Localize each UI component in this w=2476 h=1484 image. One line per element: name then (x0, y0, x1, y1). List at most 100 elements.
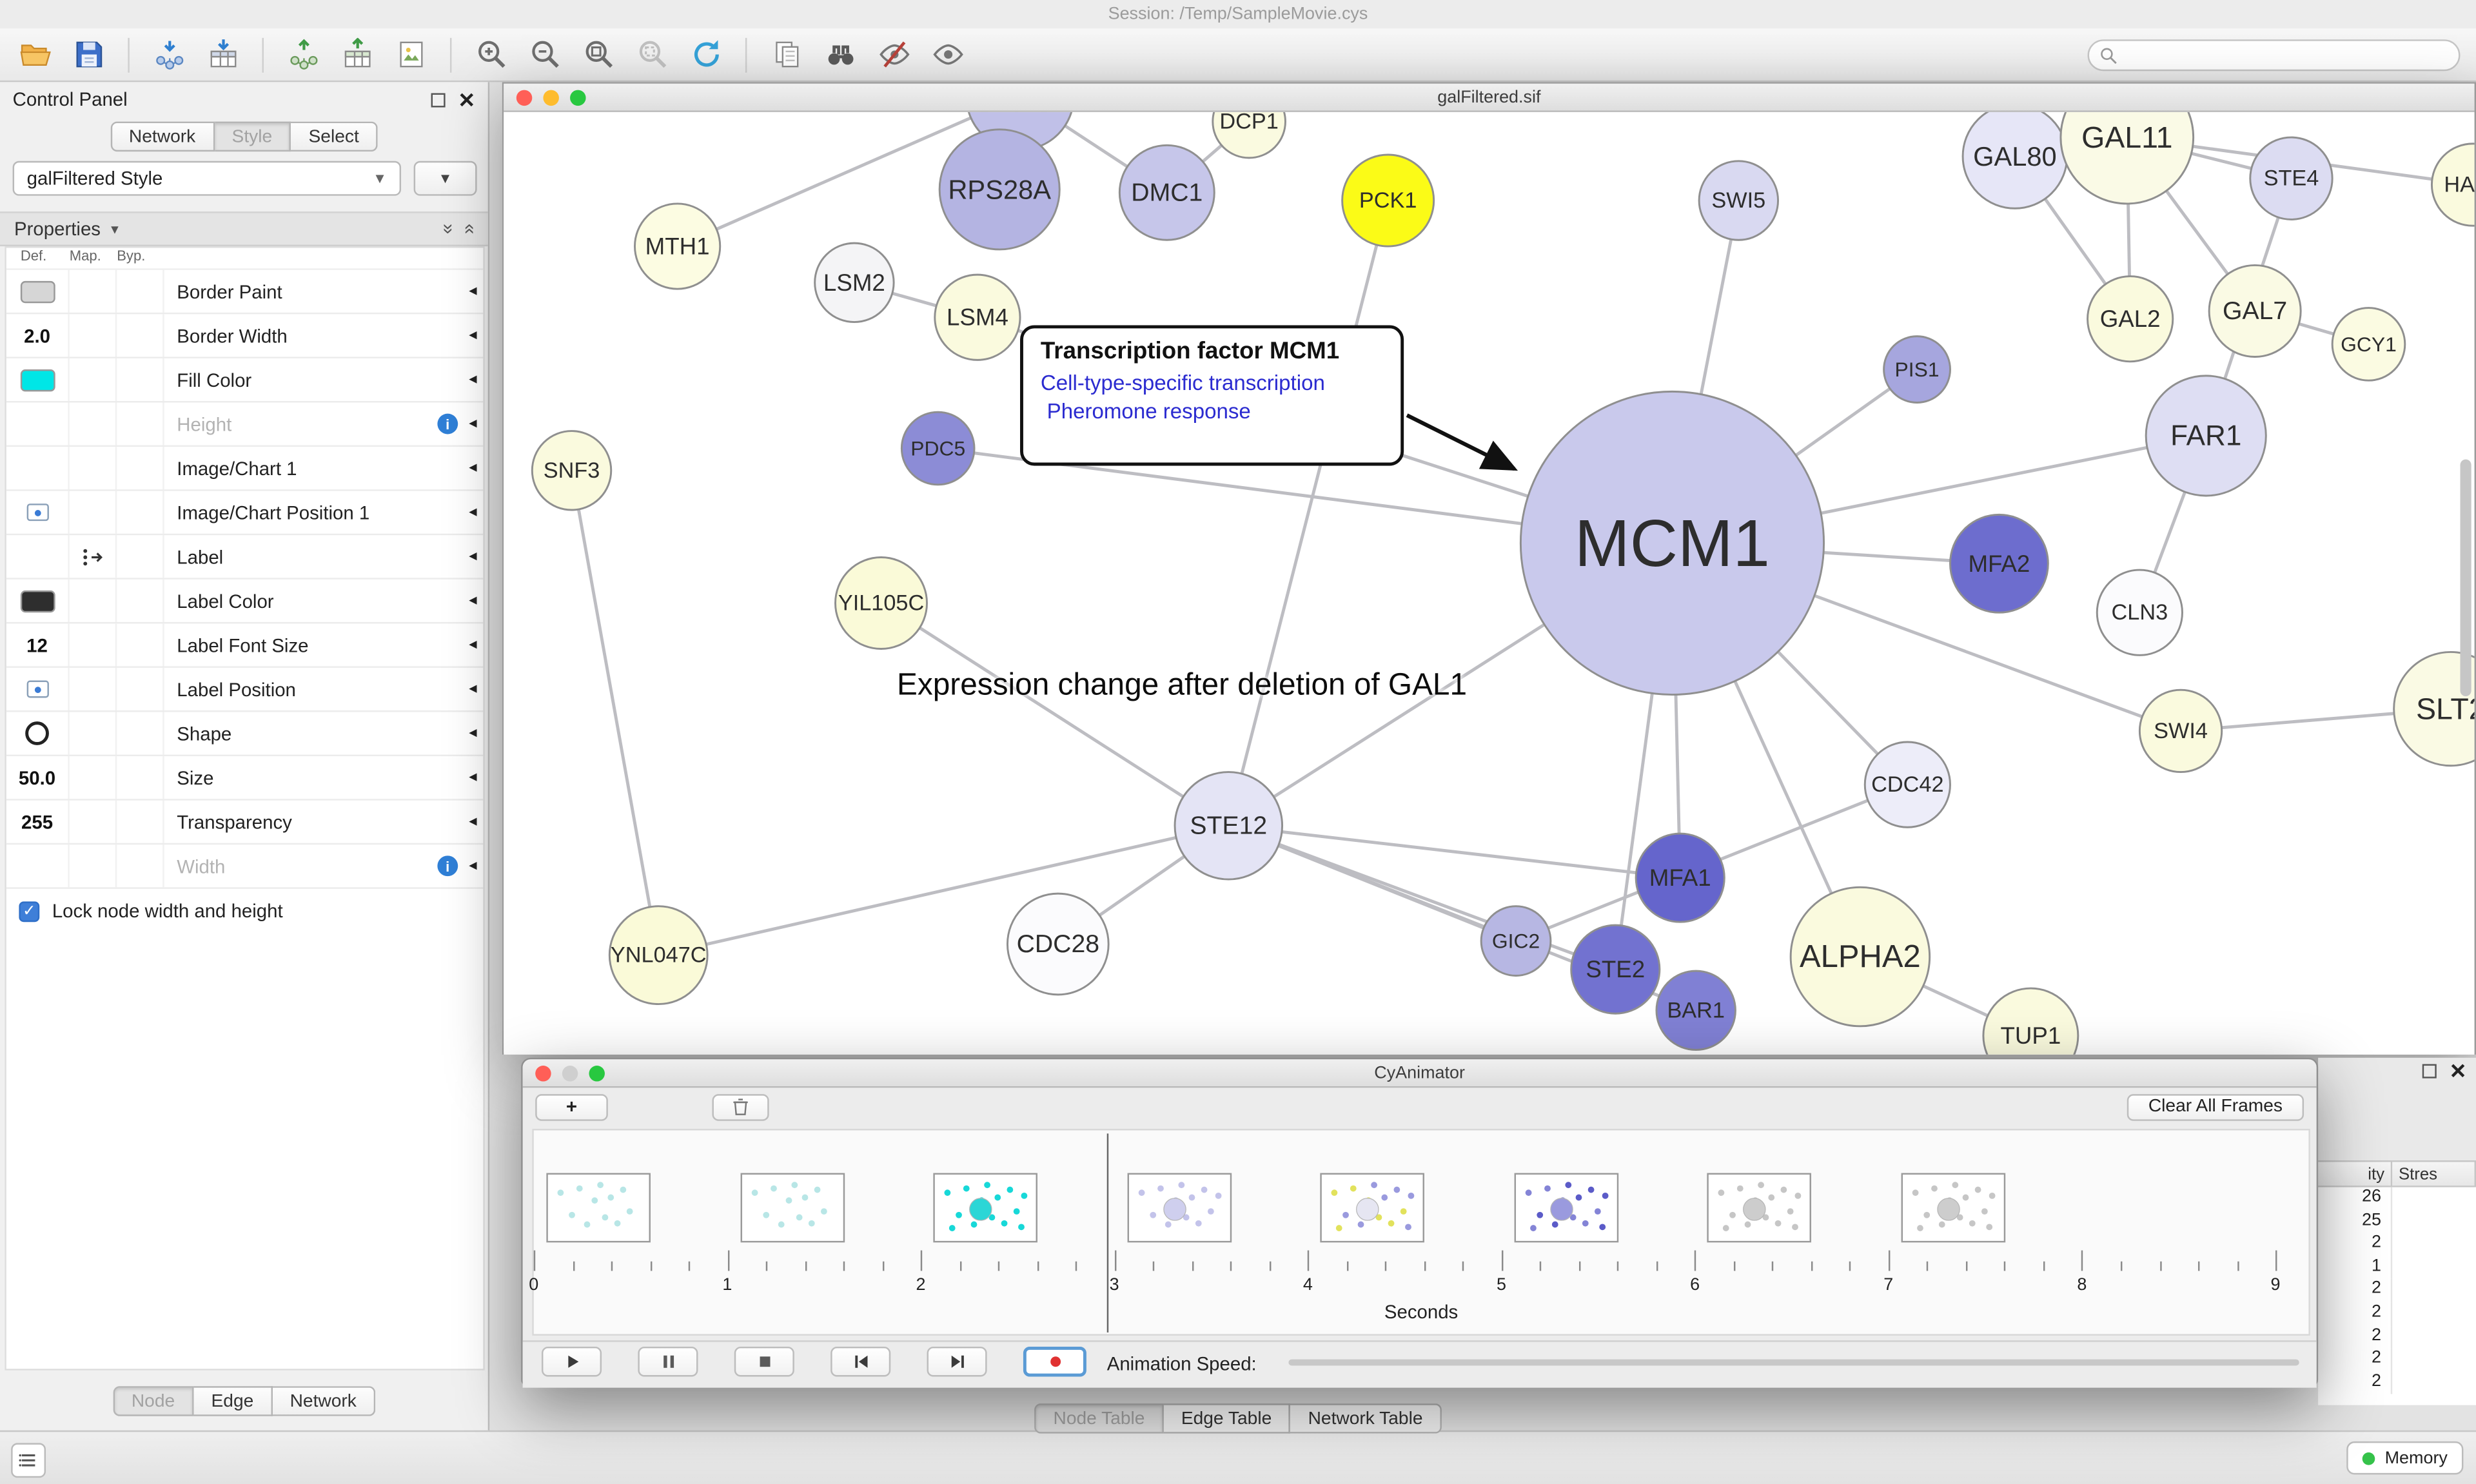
zoom-selected-button[interactable] (627, 33, 677, 75)
play-button[interactable] (542, 1346, 602, 1377)
mapping-cell[interactable] (70, 314, 117, 357)
results-row[interactable]: 2 (2318, 1371, 2476, 1395)
network-node[interactable] (2138, 688, 2223, 774)
expand-row-icon[interactable]: ◂ (469, 282, 477, 300)
hide-selected-button[interactable] (869, 33, 919, 75)
property-row-shape[interactable]: Shape◂ (6, 712, 484, 757)
results-column-header[interactable]: ity (2318, 1160, 2393, 1187)
import-table-button[interactable] (197, 33, 248, 75)
mapping-cell[interactable] (70, 535, 117, 578)
zoom-fit-button[interactable] (573, 33, 624, 75)
default-value-cell[interactable] (6, 491, 70, 534)
float-panel-icon[interactable] (431, 92, 446, 107)
network-node[interactable] (1883, 335, 1951, 404)
mapping-cell[interactable] (70, 269, 117, 313)
default-value-cell[interactable] (6, 845, 70, 888)
tab-select[interactable]: Select (291, 121, 378, 152)
bypass-cell[interactable] (117, 269, 164, 313)
mapping-cell[interactable] (70, 800, 117, 843)
results-row[interactable]: 2 (2318, 1325, 2476, 1349)
property-row-image-chart-position-1[interactable]: Image/Chart Position 1◂ (6, 491, 484, 536)
default-value-cell[interactable] (6, 667, 70, 711)
skip-end-button[interactable] (927, 1346, 987, 1377)
network-node[interactable] (1570, 924, 1661, 1015)
mapping-cell[interactable] (70, 623, 117, 667)
property-row-image-chart-1[interactable]: Image/Chart 1◂ (6, 447, 484, 491)
network-edge[interactable] (658, 824, 1229, 957)
property-row-label-position[interactable]: Label Position◂ (6, 667, 484, 712)
mapping-cell[interactable] (70, 447, 117, 490)
mapping-cell[interactable] (70, 402, 117, 445)
bypass-cell[interactable] (117, 535, 164, 578)
tab-network[interactable]: Network (110, 121, 215, 152)
annotation-link[interactable]: Cell-type-specific transcription (1040, 371, 1325, 395)
frame-thumbnail[interactable] (1514, 1173, 1618, 1243)
network-node[interactable] (531, 430, 613, 511)
search-box[interactable] (2087, 39, 2461, 72)
expand-row-icon[interactable]: ◂ (469, 547, 477, 565)
expand-row-icon[interactable]: ◂ (469, 459, 477, 477)
expand-row-icon[interactable]: ◂ (469, 680, 477, 698)
close-panel-icon[interactable]: ✕ (2449, 1059, 2467, 1084)
network-node[interactable] (1655, 970, 1736, 1051)
panel-toggle-button[interactable] (11, 1443, 46, 1478)
network-node[interactable] (2430, 142, 2475, 227)
mapping-cell[interactable] (70, 756, 117, 799)
default-value-cell[interactable] (6, 402, 70, 445)
default-value-cell[interactable]: 255 (6, 800, 70, 843)
network-edge[interactable] (880, 601, 1230, 827)
tab-node[interactable]: Node (112, 1386, 194, 1416)
expand-all-icon[interactable]: » (437, 223, 460, 235)
network-node[interactable] (1480, 905, 1552, 977)
default-value-cell[interactable] (6, 447, 70, 490)
clear-all-frames-button[interactable]: Clear All Frames (2127, 1093, 2304, 1120)
network-edge[interactable] (570, 470, 660, 956)
position-icon[interactable] (26, 680, 48, 698)
style-options-button[interactable]: ▼ (413, 161, 477, 196)
skip-start-button[interactable] (830, 1346, 891, 1377)
frame-thumbnail[interactable] (740, 1173, 845, 1243)
memory-button[interactable]: Memory (2346, 1441, 2464, 1475)
network-node[interactable] (1341, 153, 1435, 248)
frame-thumbnail[interactable] (933, 1173, 1038, 1243)
frame-thumbnail[interactable] (1901, 1173, 2005, 1243)
results-row[interactable]: 26 (2318, 1187, 2476, 1211)
record-button[interactable] (1023, 1346, 1086, 1377)
network-edge[interactable] (1228, 824, 1680, 880)
expand-row-icon[interactable]: ◂ (469, 857, 477, 875)
bypass-cell[interactable] (117, 667, 164, 711)
network-node[interactable] (900, 411, 976, 486)
close-panel-icon[interactable]: ✕ (458, 87, 476, 112)
copy-button[interactable] (761, 33, 811, 75)
expand-row-icon[interactable]: ◂ (469, 503, 477, 522)
default-value-cell[interactable] (6, 358, 70, 402)
open-session-button[interactable] (10, 33, 60, 75)
bypass-cell[interactable] (117, 623, 164, 667)
network-node[interactable] (608, 905, 709, 1006)
playhead[interactable] (1106, 1133, 1109, 1333)
results-column-header[interactable]: Stres (2392, 1160, 2476, 1187)
bypass-cell[interactable] (117, 756, 164, 799)
property-row-border-paint[interactable]: Border Paint◂ (6, 269, 484, 315)
minimize-window-icon[interactable] (562, 1066, 578, 1082)
color-swatch[interactable] (19, 589, 55, 612)
mapping-cell[interactable] (70, 667, 117, 711)
mapping-cell[interactable] (70, 491, 117, 534)
tab-edge-table[interactable]: Edge Table (1163, 1403, 1291, 1434)
find-button[interactable] (815, 33, 865, 75)
annotation-box[interactable]: Transcription factor MCM1 Cell-type-spec… (1020, 325, 1404, 466)
network-node[interactable] (1949, 513, 2049, 614)
animation-speed-slider[interactable] (1288, 1359, 2299, 1366)
default-value-cell[interactable]: 50.0 (6, 756, 70, 799)
zoom-out-button[interactable] (520, 33, 570, 75)
frame-thumbnail[interactable] (546, 1173, 651, 1243)
close-window-icon[interactable] (535, 1066, 551, 1082)
property-row-label[interactable]: Label◂ (6, 535, 484, 580)
default-value-cell[interactable] (6, 535, 70, 578)
frame-thumbnail[interactable] (1707, 1173, 1812, 1243)
